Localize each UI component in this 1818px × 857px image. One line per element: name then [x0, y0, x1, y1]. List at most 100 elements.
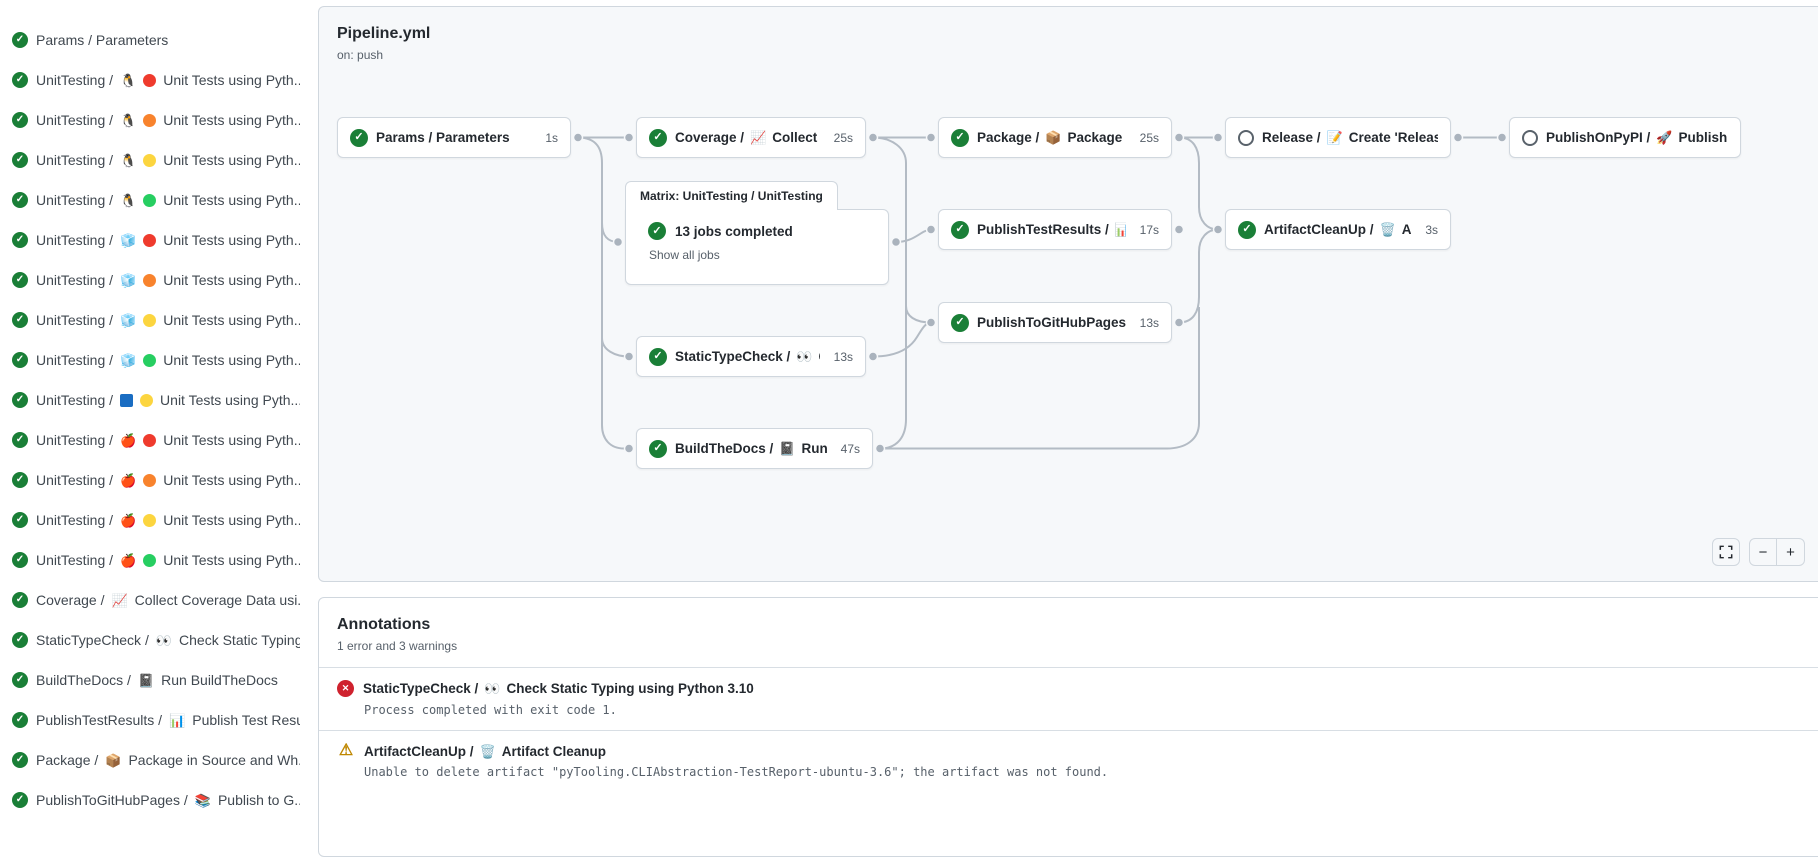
success-status-icon: ✓ [12, 512, 28, 528]
job-name-text: UnitTesting / [36, 232, 114, 248]
job-emoji-icon: 🐧 [120, 152, 137, 168]
success-status-icon: ✓ [12, 592, 28, 608]
sidebar-job-coverage[interactable]: ✓Coverage /📈Collect Coverage Data usi... [0, 580, 300, 620]
success-status-icon: ✓ [12, 152, 28, 168]
success-status-icon: ✓ [12, 792, 28, 808]
annotations-summary: 1 error and 3 warnings [337, 639, 458, 653]
job-emoji-icon: 📊 [1115, 223, 1126, 236]
sidebar-job-package[interactable]: ✓ Package /📦Package in Source and Wh... [0, 740, 300, 780]
graph-node-build-the-docs[interactable]: ✓BuildTheDocs /📓Run Buil...47s [636, 428, 873, 469]
sidebar-job-build-the-docs[interactable]: ✓BuildTheDocs /📓Run BuildTheDocs [0, 660, 300, 700]
job-name-text: Package / [977, 130, 1040, 145]
graph-node-artifact-cleanup[interactable]: ✓ArtifactCleanUp /🗑️Artifac...3s [1225, 209, 1451, 250]
graph-node-publish-test-results[interactable]: ✓PublishTestResults /📊Pu...17s [938, 209, 1172, 250]
job-name-text: Coverage / [36, 592, 105, 608]
job-step-text: Publish to G... [217, 792, 300, 808]
zoom-button-group: − + [1749, 538, 1805, 566]
job-step-text: Unit Tests using Pyth... [163, 472, 300, 488]
matrix-group-box[interactable]: ✓ 13 jobs completed Show all jobs [625, 209, 889, 285]
job-step-text: Unit Tests using Pyth... [163, 152, 300, 168]
sidebar-job-unittest-macos-37[interactable]: ✓UnitTesting /🍎Unit Tests using Pyth... [0, 420, 300, 460]
job-emoji-icon: 👀 [155, 632, 173, 648]
sidebar-job-unittest-macos-38[interactable]: ✓UnitTesting /🍎Unit Tests using Pyth... [0, 460, 300, 500]
sidebar-job-unittest-windows-39[interactable]: ✓UnitTesting /Unit Tests using Pyth... [0, 380, 300, 420]
job-step-text: Unit Tests using Pyth... [160, 392, 300, 408]
success-status-icon: ✓ [12, 312, 28, 328]
job-name-text: UnitTesting / [36, 472, 114, 488]
annotation-title-link[interactable]: ⚠ArtifactCleanUp /🗑️Artifact Cleanup [337, 743, 1807, 759]
sidebar-job-label: StaticTypeCheck /👀Check Static Typing... [36, 632, 300, 648]
sidebar-job-unittest-linux-38[interactable]: ✓UnitTesting /🐧Unit Tests using Pyth... [0, 100, 300, 140]
sidebar-job-params[interactable]: ✓Params / Parameters [0, 20, 300, 60]
success-status-icon: ✓ [951, 313, 969, 332]
job-emoji-icon: 🚀 [1656, 130, 1673, 145]
job-duration: 25s [1139, 130, 1159, 145]
sidebar-job-label: Package /📦Package in Source and Wh... [36, 752, 300, 768]
graph-node-release[interactable]: Release /📝Create 'Release P... [1225, 117, 1451, 158]
sidebar-job-label: UnitTesting /🐧Unit Tests using Pyth... [36, 72, 300, 88]
python-version-dot [143, 433, 157, 447]
job-name-text: StaticTypeCheck / [675, 349, 791, 364]
job-name-text: PublishToGitHubPages / [36, 792, 188, 808]
sidebar-job-unittest-linux-39[interactable]: ✓UnitTesting /🐧Unit Tests using Pyth... [0, 140, 300, 180]
graph-node-publish-to-github-pages[interactable]: ✓PublishToGitHubPages /📚...13s [938, 302, 1172, 343]
job-duration: 1s [545, 130, 558, 145]
job-step-text: Unit Tests using Pyth... [163, 312, 300, 328]
job-name-text: UnitTesting / [36, 192, 114, 208]
job-name-text: Coverage / [675, 130, 745, 145]
sidebar-job-label: UnitTesting /🧊Unit Tests using Pyth... [36, 312, 300, 328]
job-name-text: BuildTheDocs / [675, 441, 774, 456]
job-step-text: Unit Tests using Pyth... [163, 512, 300, 528]
success-status-icon: ✓ [12, 392, 28, 408]
job-emoji-icon: 📈 [750, 130, 767, 145]
graph-node-package[interactable]: ✓Package /📦Package in So...25s [938, 117, 1172, 158]
zoom-out-button[interactable]: − [1750, 539, 1778, 565]
success-status-icon: ✓ [12, 352, 28, 368]
zoom-in-button[interactable]: + [1786, 543, 1795, 561]
job-name-text: UnitTesting / [36, 352, 114, 368]
sidebar-job-publish-gh-pages[interactable]: ✓ PublishToGitHubPages /📚Publish to G... [0, 780, 300, 820]
graph-node-static-type-check[interactable]: ✓StaticTypeCheck /👀Chec...13s [636, 336, 866, 377]
sidebar-job-publish-test-results[interactable]: ✓PublishTestResults /📊Publish Test Resu.… [0, 700, 300, 740]
sidebar-job-static-type-check[interactable]: ✓StaticTypeCheck /👀Check Static Typing..… [0, 620, 300, 660]
sidebar-job-label: UnitTesting /🍎Unit Tests using Pyth... [36, 512, 300, 528]
sidebar-job-unittest-cube-37[interactable]: ✓UnitTesting /🧊Unit Tests using Pyth... [0, 220, 300, 260]
matrix-success-icon: ✓ [648, 222, 666, 240]
sidebar-job-unittest-cube-310[interactable]: ✓UnitTesting /🧊Unit Tests using Pyth... [0, 340, 300, 380]
matrix-group-tab: Matrix: UnitTesting / UnitTesting [625, 181, 838, 210]
job-duration: 25s [833, 130, 853, 145]
fullscreen-button[interactable] [1712, 538, 1740, 566]
job-emoji-icon: 🍎 [120, 512, 137, 528]
job-emoji-icon: 🐧 [120, 72, 137, 88]
sidebar-job-label: UnitTesting /🍎Unit Tests using Pyth... [36, 432, 300, 448]
job-name-text: UnitTesting / [36, 312, 114, 328]
graph-node-label: PublishTestResults /📊Pu... [977, 222, 1126, 237]
sidebar-job-label: UnitTesting /🧊Unit Tests using Pyth... [36, 272, 300, 288]
sidebar-job-unittest-cube-39[interactable]: ✓ UnitTesting /🧊Unit Tests using Pyth... [0, 300, 300, 340]
sidebar-job-label: UnitTesting /🐧Unit Tests using Pyth... [36, 152, 300, 168]
sidebar-job-unittest-macos-39[interactable]: ✓UnitTesting /🍎Unit Tests using Pyth... [0, 500, 300, 540]
success-status-icon: ✓ [12, 752, 28, 768]
graph-header: Pipeline.yml on: push [337, 25, 430, 62]
graph-node-coverage[interactable]: ✓Coverage /📈Collect Cove...25s [636, 117, 866, 158]
job-name-text: UnitTesting / [36, 432, 114, 448]
sidebar-job-unittest-macos-310[interactable]: ✓UnitTesting /🍎Unit Tests using Pyth... [0, 540, 300, 580]
sidebar-job-unittest-cube-38[interactable]: ✓UnitTesting /🧊Unit Tests using Pyth... [0, 260, 300, 300]
job-emoji-icon: 🗑️ [1379, 222, 1396, 237]
job-emoji-icon: 📊 [169, 712, 186, 728]
python-version-dot [140, 393, 154, 407]
show-all-jobs-link[interactable]: Show all jobs [649, 248, 720, 262]
python-version-dot [143, 193, 157, 207]
annotation-title-link[interactable]: ✕StaticTypeCheck /👀Check Static Typing u… [337, 680, 1807, 697]
graph-node-publish-on-pypi[interactable]: PublishOnPyPI /🚀Publish to ... [1509, 117, 1741, 158]
annotations-panel: Annotations 1 error and 3 warnings ✕Stat… [318, 597, 1818, 857]
job-name-text: PublishToGitHubPages / [977, 315, 1126, 330]
sidebar-job-unittest-linux-37[interactable]: ✓UnitTesting /🐧Unit Tests using Pyth... [0, 60, 300, 100]
graph-node-label: PublishToGitHubPages /📚... [977, 315, 1126, 330]
success-status-icon: ✓ [12, 712, 28, 728]
job-emoji-icon: 📝 [1326, 130, 1343, 145]
sidebar-job-unittest-linux-310[interactable]: ✓UnitTesting /🐧Unit Tests using Pyth... [0, 180, 300, 220]
sidebar-job-label: PublishToGitHubPages /📚Publish to G... [36, 792, 300, 808]
job-duration: 47s [840, 441, 860, 456]
